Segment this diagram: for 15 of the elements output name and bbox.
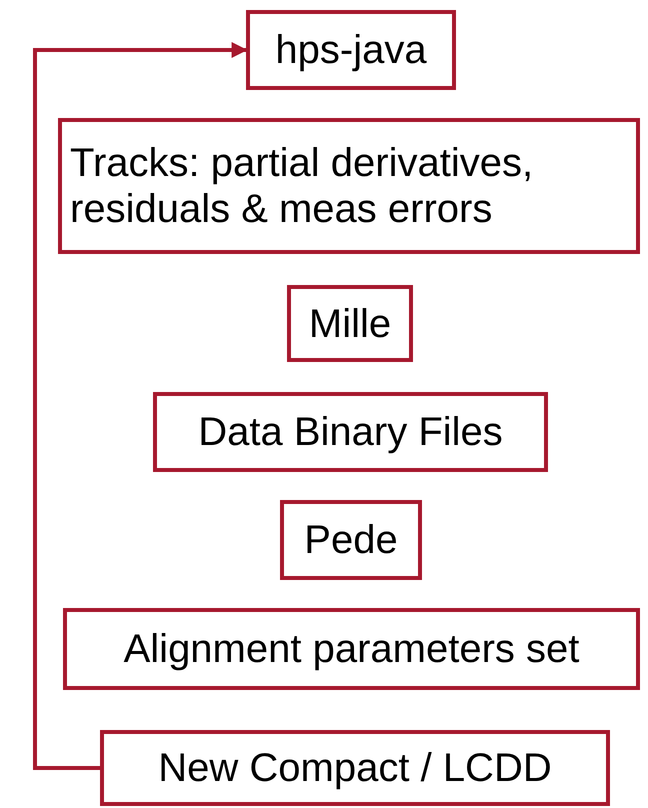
box-label: New Compact / LCDD [157, 745, 553, 791]
process-box [100, 730, 610, 806]
process-box [63, 608, 640, 690]
box-label: hps-java [274, 27, 428, 73]
box-label: Tracks: partial derivatives, residuals & meas errors [69, 140, 534, 232]
process-box [153, 392, 548, 472]
process-box [246, 10, 456, 90]
process-box [280, 500, 422, 580]
box-label: Pede [303, 517, 399, 563]
process-box [58, 118, 640, 254]
box-label: Alignment parameters set [122, 626, 580, 672]
process-box [287, 285, 413, 362]
arrow [33, 42, 248, 770]
box-label: Mille [308, 300, 392, 346]
box-label: Data Binary Files [197, 409, 504, 455]
